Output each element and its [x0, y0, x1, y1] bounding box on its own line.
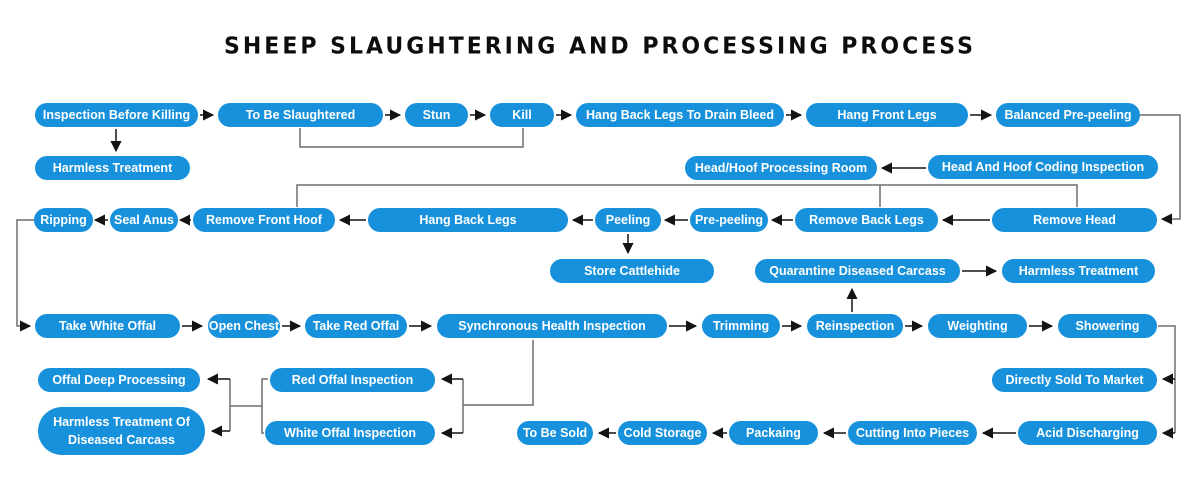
node-offal-deep-processing: Offal Deep Processing: [38, 368, 200, 392]
node-cold-storage: Cold Storage: [618, 421, 707, 445]
node-trimming: Trimming: [702, 314, 780, 338]
node-packaing: Packaing: [729, 421, 818, 445]
node-take-white-offal: Take White Offal: [35, 314, 180, 338]
node-inspection-before-killing: Inspection Before Killing: [35, 103, 198, 127]
node-ripping: Ripping: [34, 208, 93, 232]
node-balanced-pre-peeling: Balanced Pre-peeling: [996, 103, 1140, 127]
node-kill: Kill: [490, 103, 554, 127]
node-to-be-slaughtered: To Be Slaughtered: [218, 103, 383, 127]
node-head-hoof-processing-room: Head/Hoof Processing Room: [685, 156, 877, 180]
node-directly-sold-to-market: Directly Sold To Market: [992, 368, 1157, 392]
node-stun: Stun: [405, 103, 468, 127]
node-head-and-hoof-coding-inspection: Head And Hoof Coding Inspection: [928, 155, 1158, 179]
node-acid-discharging: Acid Discharging: [1018, 421, 1157, 445]
page-title: Sheep Slaughtering And Processing Proces…: [224, 33, 976, 60]
node-to-be-sold: To Be Sold: [517, 421, 593, 445]
node-remove-head: Remove Head: [992, 208, 1157, 232]
node-hang-back-legs: Hang Back Legs: [368, 208, 568, 232]
node-quarantine-diseased-carcass: Quarantine Diseased Carcass: [755, 259, 960, 283]
node-synchronous-health-inspection: Synchronous Health Inspection: [437, 314, 667, 338]
node-remove-back-legs: Remove Back Legs: [795, 208, 938, 232]
node-white-offal-inspection: White Offal Inspection: [265, 421, 435, 445]
node-hang-front-legs: Hang Front Legs: [806, 103, 968, 127]
node-reinspection: Reinspection: [807, 314, 903, 338]
node-cutting-into-pieces: Cutting Into Pieces: [848, 421, 977, 445]
node-showering: Showering: [1058, 314, 1157, 338]
node-hang-back-legs-to-drain-bleed: Hang Back Legs To Drain Bleed: [576, 103, 784, 127]
node-seal-anus: Seal Anus: [110, 208, 178, 232]
node-open-chest: Open Chest: [208, 314, 280, 338]
node-pre-peeling: Pre-peeling: [690, 208, 768, 232]
node-take-red-offal: Take Red Offal: [305, 314, 407, 338]
node-harmless-treatment-2: Harmless Treatment: [1002, 259, 1155, 283]
node-peeling: Peeling: [595, 208, 661, 232]
node-harmless-treatment-of-diseased-carcass: Harmless Treatment Of Diseased Carcass: [38, 407, 205, 455]
node-harmless-treatment-1: Harmless Treatment: [35, 156, 190, 180]
node-remove-front-hoof: Remove Front Hoof: [193, 208, 335, 232]
node-weighting: Weighting: [928, 314, 1027, 338]
node-red-offal-inspection: Red Offal Inspection: [270, 368, 435, 392]
node-store-cattlehide: Store Cattlehide: [550, 259, 714, 283]
